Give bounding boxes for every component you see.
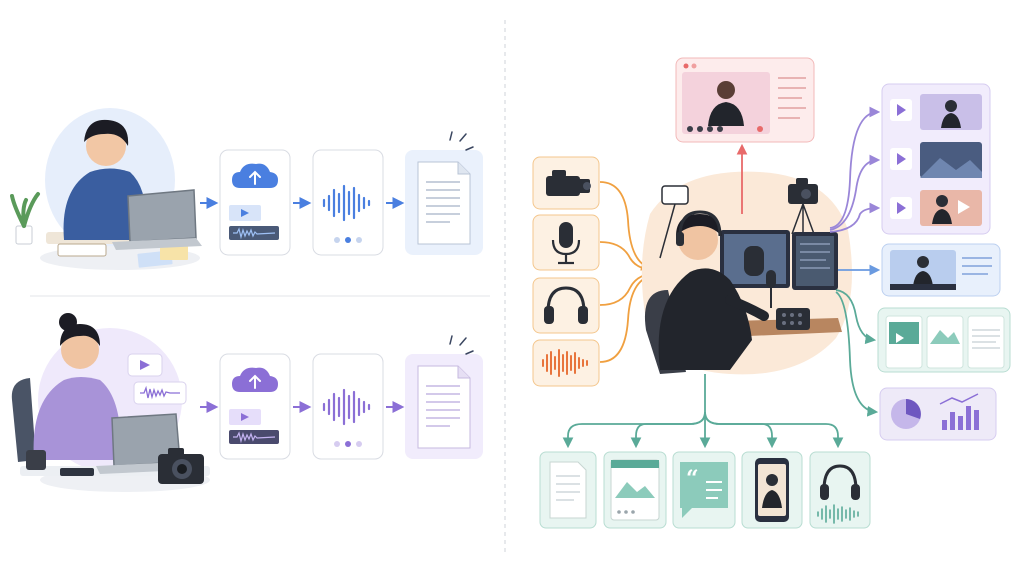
svg-text:“: “ (686, 466, 699, 492)
output-connectors-social (835, 289, 879, 417)
audio-waveform-icon (322, 388, 371, 426)
headphones-icon (820, 464, 860, 500)
pie-chart-icon (891, 399, 921, 429)
play-icon (140, 360, 150, 370)
document-icon (417, 365, 471, 449)
webinar-card (881, 243, 1001, 297)
headphones-icon (544, 286, 588, 324)
output-connectors-bottom (562, 374, 844, 449)
document-card-purple (405, 335, 483, 459)
cloud-upload-icon (232, 163, 278, 188)
output-card-short-video (741, 451, 803, 529)
document-card-blue (405, 131, 483, 255)
output-connectors-video (829, 106, 881, 233)
social-posts-card (877, 307, 1011, 373)
document-icon (549, 461, 587, 519)
upload-card-purple (219, 353, 291, 460)
audio-waveform-icon (817, 504, 859, 524)
play-icon (897, 202, 906, 214)
input-card-microphone (532, 214, 600, 271)
waveform-card-blue (312, 149, 384, 256)
analytics-card (879, 387, 997, 441)
bar-chart-icon (939, 393, 979, 430)
output-card-blog (603, 451, 667, 529)
camera-icon (158, 448, 204, 484)
person-laptop-blue-illustration (10, 108, 202, 270)
output-card-podcast (809, 451, 871, 529)
microphone-icon (551, 222, 581, 265)
input-card-camera (532, 156, 600, 210)
input-card-headphones (532, 277, 600, 334)
audio-waveform-icon (322, 184, 371, 222)
audio-waveform-icon (542, 349, 588, 377)
play-icon (241, 413, 249, 421)
output-card-article (539, 451, 597, 529)
input-card-audio (532, 339, 600, 387)
video-list-card (881, 83, 991, 235)
play-icon (241, 209, 249, 217)
play-icon (897, 153, 906, 165)
streamer-desk-illustration (641, 171, 852, 375)
video-call-icon (682, 63, 806, 134)
play-icon (897, 104, 906, 116)
camera-icon (546, 170, 591, 196)
document-icon (417, 161, 471, 245)
waveform-card-purple (312, 353, 384, 460)
output-card-quote: “ (672, 451, 736, 529)
cloud-upload-icon (232, 367, 278, 392)
person-laptop-purple-illustration (11, 313, 210, 492)
quote-icon: “ (680, 462, 728, 518)
video-call-card (675, 57, 815, 143)
phone-video-icon (755, 458, 789, 522)
upload-card-blue (219, 149, 291, 256)
